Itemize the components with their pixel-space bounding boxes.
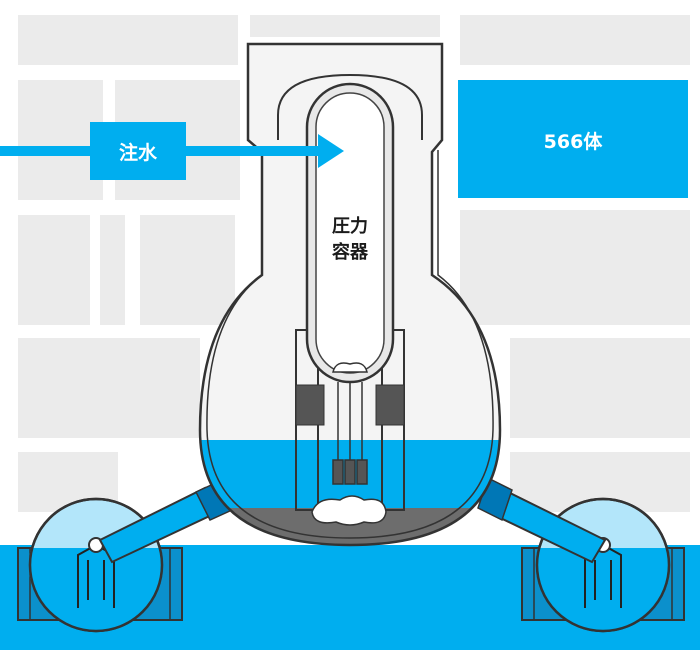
suppression-water-left [28,497,164,633]
floor-debris-icon [311,495,387,526]
pressure-vessel-label-2: 容器 [332,241,369,263]
fuel-debris-icon [332,362,368,373]
count-box [458,80,688,198]
control-rod-drives [332,382,368,485]
right-arrow-icon [318,134,344,168]
injection-label-box [90,122,186,180]
count-label: 566体 [544,130,604,153]
injection-arrow [0,122,344,180]
injection-label: 注水 [119,141,158,164]
pressure-vessel-label-1: 圧力 [332,216,368,237]
